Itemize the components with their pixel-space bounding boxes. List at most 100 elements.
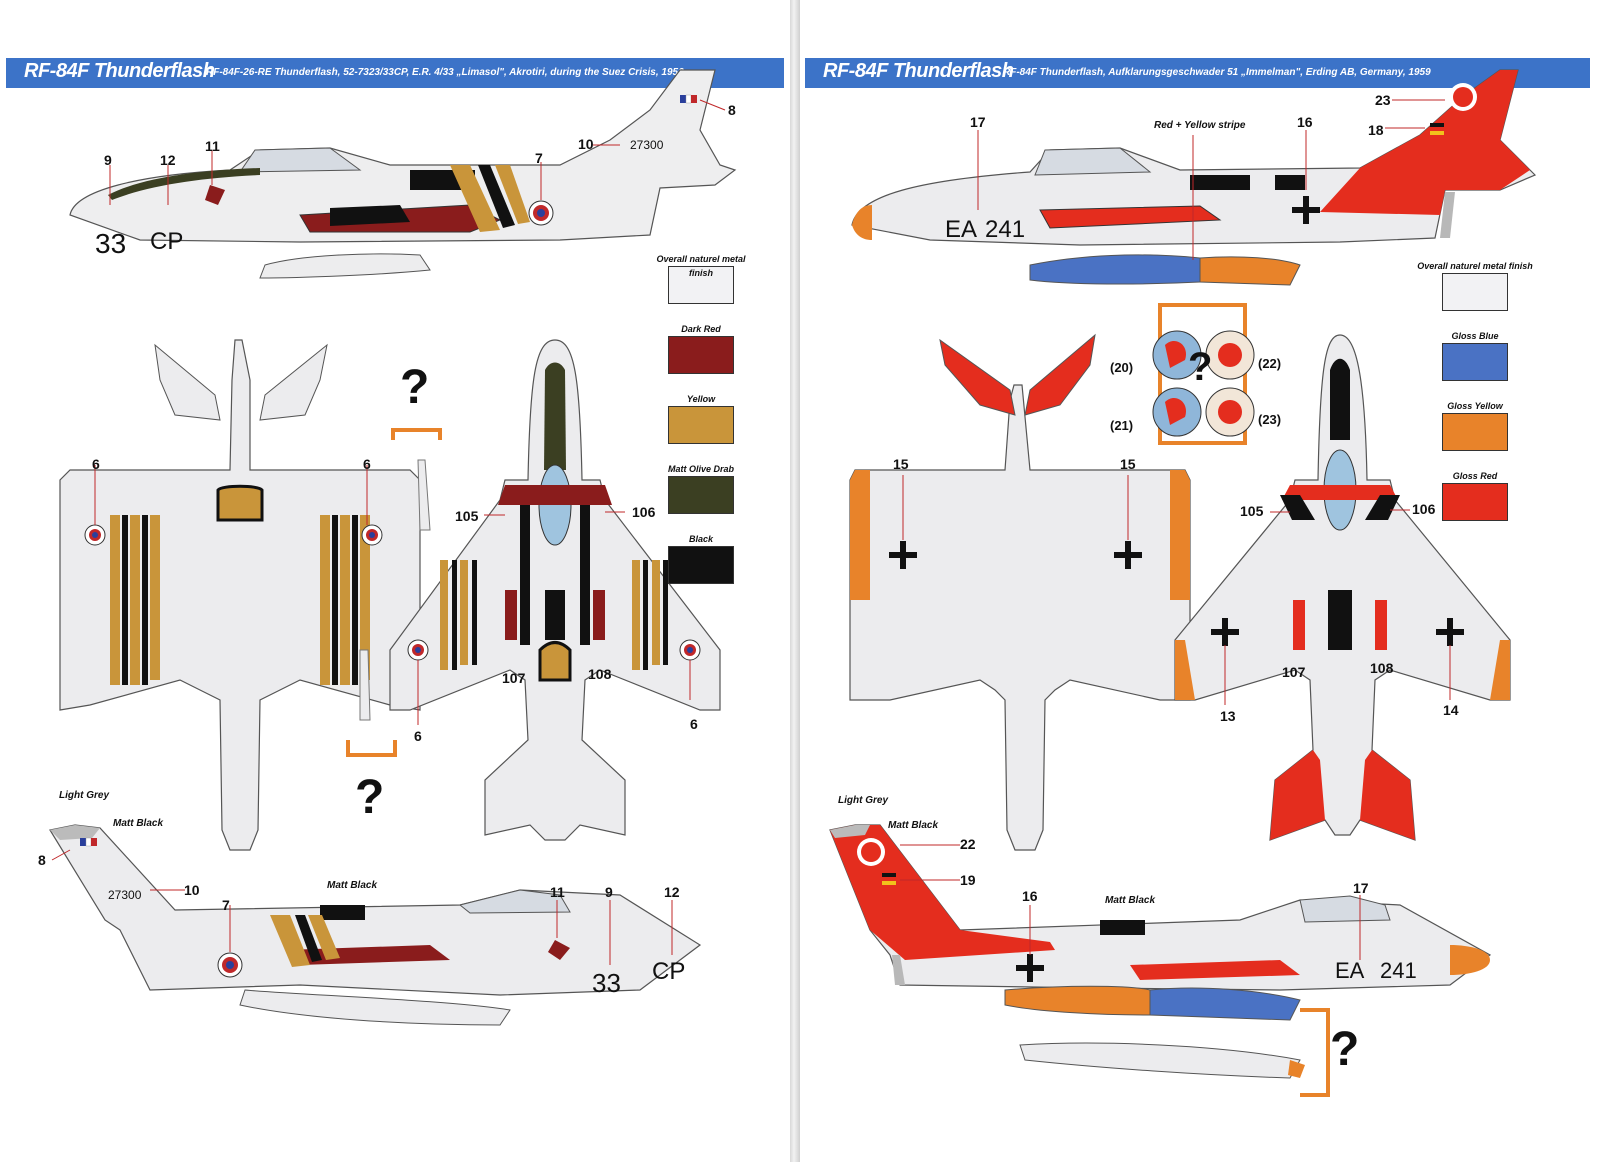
callout-17: 17	[970, 114, 986, 130]
callout-6: 6	[92, 456, 100, 472]
left-code-letters-upper: CP	[150, 228, 184, 255]
emblem-20: (20)	[1110, 360, 1134, 375]
color-label: Gloss Blue	[1451, 331, 1499, 341]
left-page: RF-84F Thunderflash RF-84F-26-RE Thunder…	[0, 0, 790, 1162]
emblem-box	[1152, 303, 1255, 445]
callout-9: 9	[605, 884, 613, 900]
callout-105: 105	[455, 508, 479, 524]
callout-15: 15	[1120, 456, 1136, 472]
color-swatch-gloss-red	[1442, 483, 1508, 521]
color-label: Overall naturel metal finish	[1417, 261, 1533, 271]
callout-15: 15	[893, 456, 909, 472]
note-matt-black: Matt Black	[113, 818, 164, 829]
color-swatch-metal	[1442, 273, 1508, 311]
left-color-legend: Overall naturel metal finish Dark Red Ye…	[646, 252, 756, 602]
callout-12: 12	[160, 152, 176, 168]
note-light-grey: Light Grey	[59, 790, 110, 801]
left-underside-view	[59, 339, 421, 851]
left-serial-lower: 27300	[108, 888, 142, 902]
color-swatch-yellow	[668, 406, 734, 444]
right-side-view-lower	[829, 824, 1492, 1097]
left-code-number-upper: 33	[95, 228, 127, 259]
callout-7: 7	[535, 150, 543, 166]
left-side-view-lower	[49, 824, 702, 1026]
left-serial-upper: 27300	[630, 138, 664, 152]
color-swatch-gloss-yellow	[1442, 413, 1508, 451]
note-matt-black: Matt Black	[327, 880, 378, 891]
color-swatch-olive-drab	[668, 476, 734, 514]
callout-13: 13	[1220, 708, 1236, 724]
page-gutter	[790, 0, 800, 1162]
callout-7: 7	[222, 897, 230, 913]
callout-11: 11	[205, 138, 220, 154]
callout-8: 8	[38, 852, 46, 868]
question-mark: ?	[355, 771, 385, 824]
color-label: Gloss Red	[1452, 471, 1498, 481]
note-matt-black: Matt Black	[888, 820, 939, 831]
right-underside-view	[849, 333, 1191, 851]
color-label: Dark Red	[681, 324, 721, 334]
right-number-upper: 241	[985, 216, 1026, 243]
right-aircraft-drawings	[829, 69, 1537, 1097]
question-mark: ?	[1188, 345, 1213, 389]
left-side-view-upper	[69, 69, 737, 279]
note-light-grey: Light Grey	[838, 795, 889, 806]
callout-16: 16	[1022, 888, 1038, 904]
right-color-legend: Overall naturel metal finish Gloss Blue …	[1415, 259, 1535, 539]
right-number-lower: 241	[1380, 958, 1417, 983]
note-matt-black: Matt Black	[1105, 895, 1156, 906]
right-subtitle: RF-84F Thunderflash, Aufklarungsgeschwad…	[1003, 67, 1431, 78]
callout-6: 6	[414, 728, 422, 744]
callout-19: 19	[960, 872, 976, 888]
right-title-banner: RF-84F Thunderflash RF-84F Thunderflash,…	[805, 58, 1590, 88]
left-title: RF-84F Thunderflash	[24, 60, 215, 82]
callout-17: 17	[1353, 880, 1369, 896]
callout-106: 106	[632, 504, 656, 520]
color-label: Matt Olive Drab	[667, 464, 734, 474]
callout-106: 106	[1412, 501, 1436, 517]
callout-12: 12	[664, 884, 680, 900]
right-page: RF-84F Thunderflash RF-84F Thunderflash,…	[800, 0, 1600, 1162]
right-code-upper: EA	[945, 216, 978, 243]
callout-108: 108	[1370, 660, 1394, 676]
color-label: Gloss Yellow	[1447, 401, 1503, 411]
color-label: Yellow	[686, 394, 716, 404]
emblem-21: (21)	[1110, 418, 1134, 433]
callout-23: 23	[1375, 92, 1391, 108]
right-code-lower: EA	[1335, 958, 1365, 983]
callout-10: 10	[578, 136, 594, 152]
callout-105: 105	[1240, 503, 1264, 519]
callout-22: 22	[960, 836, 976, 852]
right-top-view	[1174, 334, 1511, 841]
emblem-22: (22)	[1258, 356, 1282, 371]
callout-14: 14	[1443, 702, 1459, 718]
color-label: Black	[688, 534, 714, 544]
callout-108: 108	[588, 666, 612, 682]
left-code-number-lower: 33	[592, 968, 621, 998]
color-swatch-gloss-blue	[1442, 343, 1508, 381]
callout-107: 107	[1282, 664, 1306, 680]
callout-6: 6	[363, 456, 371, 472]
color-swatch-metal	[668, 266, 734, 304]
callout-8: 8	[728, 102, 736, 118]
callout-9: 9	[104, 152, 112, 168]
callout-6: 6	[690, 716, 698, 732]
callout-11: 11	[550, 884, 565, 900]
callout-16: 16	[1297, 114, 1313, 130]
left-top-view	[389, 339, 721, 841]
left-code-letters-lower: CP	[652, 958, 686, 985]
note-red-yellow-stripe: Red + Yellow stripe	[1154, 120, 1246, 131]
left-aircraft-drawings	[49, 69, 737, 1026]
right-title: RF-84F Thunderflash	[823, 60, 1014, 82]
color-label: Overall naturel metal finish	[656, 254, 746, 278]
question-mark: ?	[1330, 1023, 1360, 1076]
right-side-view-upper	[851, 69, 1537, 286]
left-subtitle: RF-84F-26-RE Thunderflash, 52-7323/33CP,…	[206, 67, 684, 78]
color-swatch-dark-red	[668, 336, 734, 374]
color-swatch-black	[668, 546, 734, 584]
left-title-banner: RF-84F Thunderflash RF-84F-26-RE Thunder…	[6, 58, 784, 88]
callout-107: 107	[502, 670, 526, 686]
emblem-23: (23)	[1258, 412, 1282, 427]
question-mark: ?	[400, 361, 430, 414]
callout-18: 18	[1368, 122, 1384, 138]
